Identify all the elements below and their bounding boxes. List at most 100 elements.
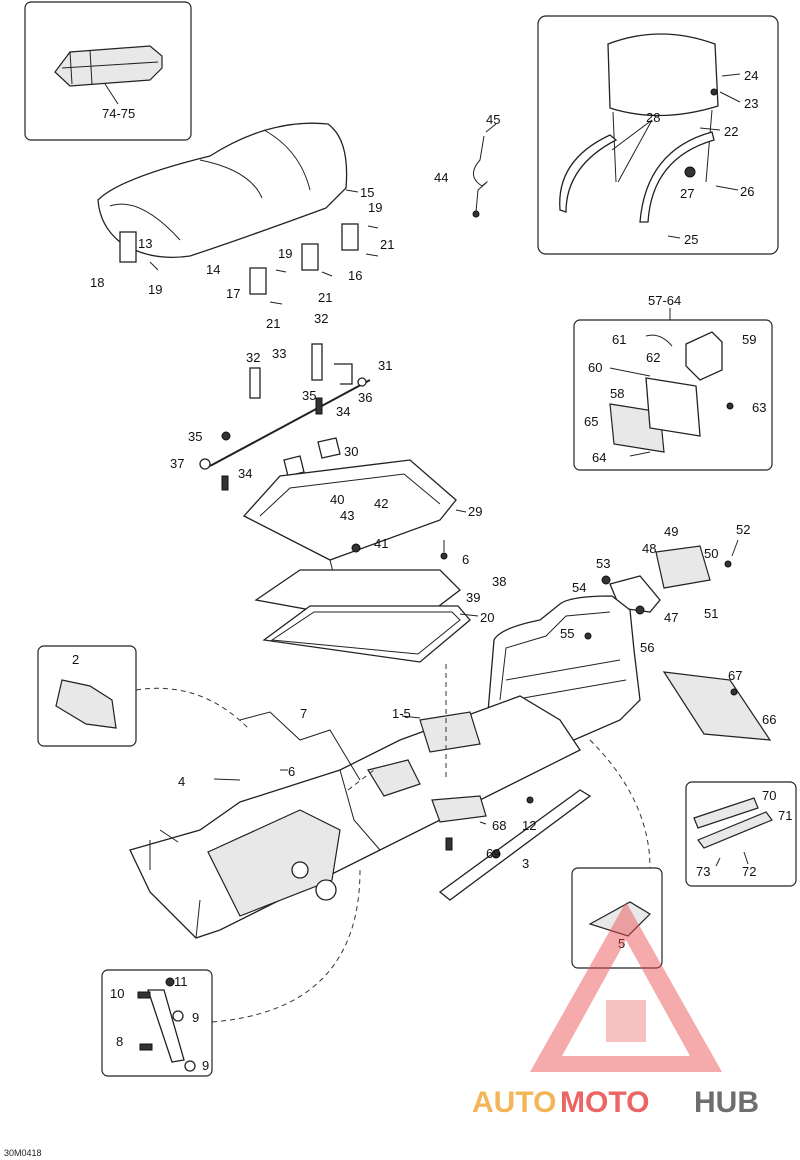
callout-56: 56: [640, 640, 654, 655]
callout-20: 20: [480, 610, 494, 625]
callout-69: 69: [486, 846, 500, 861]
callout-12: 12: [522, 818, 536, 833]
backrest-inset: 24 23 28 22 27 26 25: [537, 15, 779, 255]
callout-36: 36: [358, 390, 372, 405]
callout-34b: 34: [238, 466, 252, 481]
seat: 15 14 13: [97, 122, 374, 277]
callout-19c: 19: [278, 246, 292, 261]
callout-21a: 21: [380, 237, 394, 252]
callout-43: 43: [340, 508, 354, 523]
part-5-inset: 5: [571, 739, 663, 969]
callout-51: 51: [704, 606, 718, 621]
callout-29: 29: [468, 504, 482, 519]
tray-gaskets: 6 38 39 20: [254, 540, 506, 663]
callout-40: 40: [330, 492, 344, 507]
callout-27: 27: [680, 186, 694, 201]
callout-24: 24: [744, 68, 758, 83]
callout-6b: 6: [288, 764, 295, 779]
callout-74-75: 74-75: [102, 106, 135, 121]
callout-52: 52: [736, 522, 750, 537]
callout-23: 23: [744, 96, 758, 111]
callout-62: 62: [646, 350, 660, 365]
callout-54: 54: [572, 580, 586, 595]
callout-17: 17: [226, 286, 240, 301]
callout-63: 63: [752, 400, 766, 415]
seat-cover-inset: 74-75: [24, 1, 192, 141]
cable-assembly: 45 44: [434, 112, 500, 218]
callout-1-5: 1-5: [392, 706, 411, 721]
callout-9b: 9: [202, 1058, 209, 1073]
callout-44: 44: [434, 170, 448, 185]
hardware-inset: 10 11 9 8 9: [101, 869, 361, 1077]
watermark-auto: AUTO: [472, 1086, 556, 1119]
callout-64: 64: [592, 450, 606, 465]
callout-18: 18: [90, 275, 104, 290]
callout-8: 8: [116, 1034, 123, 1049]
callout-47: 47: [664, 610, 678, 625]
main-frame: 7 1-5 4 6 68 12 69 3: [129, 664, 592, 939]
callout-33: 33: [272, 346, 286, 361]
callout-48: 48: [642, 541, 656, 556]
callout-53: 53: [596, 556, 610, 571]
storage-tray: 40 42 29 43 41: [242, 459, 482, 577]
callout-39: 39: [466, 590, 480, 605]
callout-15: 15: [360, 185, 374, 200]
hinge-rod-assembly: 32 33 31 35 36 34 35 30 37 34: [170, 343, 392, 491]
callout-6a: 6: [462, 552, 469, 567]
callout-5: 5: [618, 936, 625, 951]
callout-65: 65: [584, 414, 598, 429]
snow-flap: 67 66: [662, 668, 776, 741]
callout-55: 55: [560, 626, 574, 641]
callout-13: 13: [138, 236, 152, 251]
watermark-moto: MOTO: [560, 1086, 649, 1119]
callout-10: 10: [110, 986, 124, 1001]
callout-35a: 35: [302, 388, 316, 403]
callout-60: 60: [588, 360, 602, 375]
diagram-code: 30M0418: [4, 1148, 42, 1158]
watermark-logo: AUTO MOTO HUB: [472, 902, 759, 1119]
callout-31: 31: [378, 358, 392, 373]
callout-22: 22: [724, 124, 738, 139]
callout-30: 30: [344, 444, 358, 459]
callout-11: 11: [174, 974, 188, 989]
callout-72: 72: [742, 864, 756, 879]
callout-32a: 32: [314, 311, 328, 326]
callout-73: 73: [696, 864, 710, 879]
callout-21c: 21: [266, 316, 280, 331]
callout-34a: 34: [336, 404, 350, 419]
callout-2: 2: [72, 652, 79, 667]
taillight-bracket-inset: 57-64 61 59 62 60 58 65 63 64: [573, 293, 773, 471]
callout-42: 42: [374, 496, 388, 511]
callout-57-64: 57-64: [648, 293, 681, 308]
callout-71: 71: [778, 808, 792, 823]
callout-35b: 35: [188, 429, 202, 444]
callout-50: 50: [704, 546, 718, 561]
callout-3: 3: [522, 856, 529, 871]
callout-59: 59: [742, 332, 756, 347]
callout-41: 41: [374, 536, 388, 551]
callout-66: 66: [762, 712, 776, 727]
callout-9a: 9: [192, 1010, 199, 1025]
callout-19b: 19: [148, 282, 162, 297]
callout-32b: 32: [246, 350, 260, 365]
callout-68: 68: [492, 818, 506, 833]
callout-49: 49: [664, 524, 678, 539]
part-2-inset: 2: [37, 645, 249, 747]
callout-38: 38: [492, 574, 506, 589]
callout-16: 16: [348, 268, 362, 283]
callout-45: 45: [486, 112, 500, 127]
callout-28: 28: [646, 110, 660, 125]
callout-61: 61: [612, 332, 626, 347]
callout-26: 26: [740, 184, 754, 199]
callout-37: 37: [170, 456, 184, 471]
watermark-hub: HUB: [694, 1086, 759, 1119]
callout-67: 67: [728, 668, 742, 683]
callout-14: 14: [206, 262, 220, 277]
callout-21b: 21: [318, 290, 332, 305]
callout-58: 58: [610, 386, 624, 401]
part-70-73-inset: 70 71 73 72: [685, 781, 797, 887]
callout-25: 25: [684, 232, 698, 247]
callout-19a: 19: [368, 200, 382, 215]
seat-brackets: 19 21 18 19 19 16 17 21 21 32: [90, 200, 394, 331]
